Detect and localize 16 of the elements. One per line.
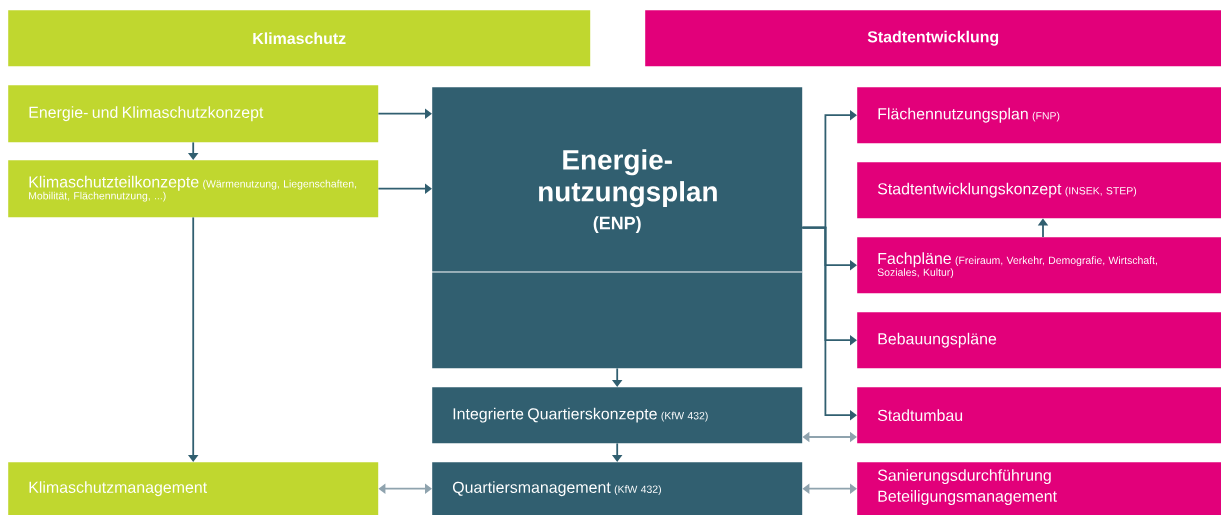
process-box: Bebauungspläne — [857, 312, 1221, 369]
process-box: Energie- und Klimaschutzkonzept — [8, 85, 379, 143]
process-box: Integrierte Quartierskonzepte (KfW 432) — [432, 387, 803, 444]
process-box: Flächennutzungsplan (FNP) — [857, 87, 1221, 144]
process-box: Klimaschutzteilkonzepte (Wärmenutzung, Liegenschaften, Mobilität, Flächennutzung, ...) — [8, 160, 379, 218]
process-box: Sanierungsdurchführung Beteiligungsmanagement — [857, 462, 1221, 515]
arrow — [377, 108, 432, 119]
process-box: Energie- nutzungsplan (ENP) — [431, 87, 803, 369]
arrow — [377, 183, 432, 194]
process-box: Quartiersmanagement (KfW 432) — [432, 462, 803, 515]
process-box: Stadtumbau — [857, 387, 1221, 444]
process-box: Fachpläne (Freiraum, Verkehr, Demografie, Wirtschaft, Soziales, Kultur) — [857, 237, 1221, 294]
header-band: Stadtentwicklung — [645, 10, 1221, 67]
header-band: Klimaschutz — [8, 10, 591, 67]
process-box: Klimaschutzmanagement — [8, 462, 379, 515]
process-box: Stadtentwicklungskonzept (INSEK, STEP) — [857, 162, 1221, 219]
